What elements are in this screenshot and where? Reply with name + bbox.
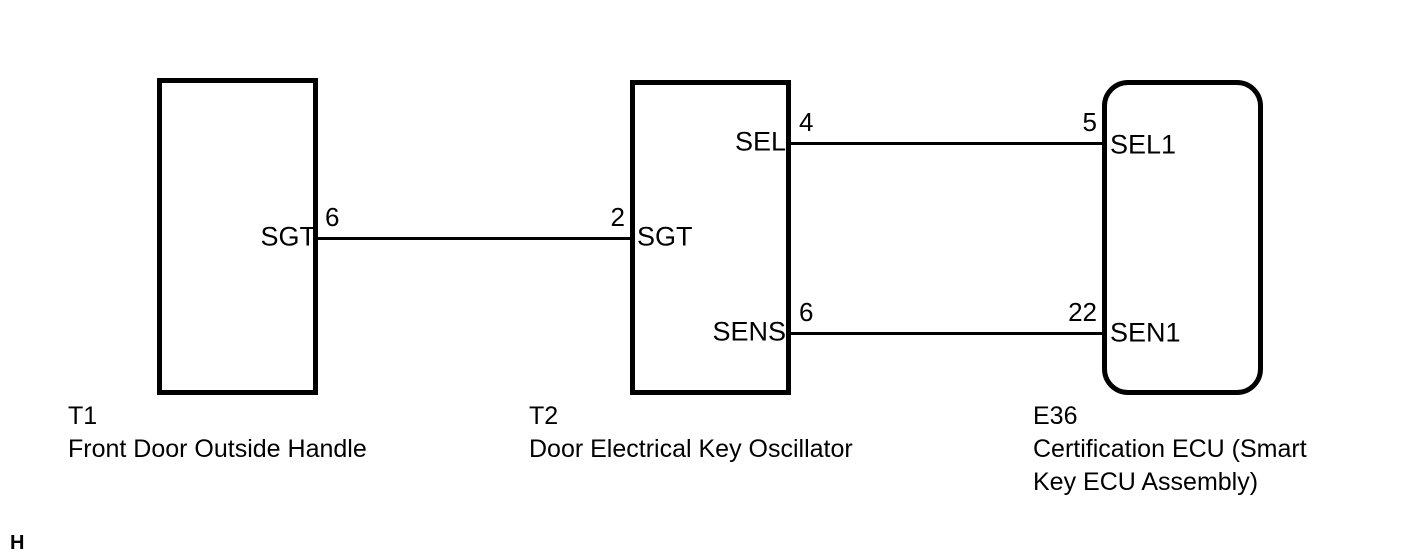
pin-number-t1-sgt: 6: [325, 202, 340, 232]
pin-terminal-label-t2-sel: SEL: [734, 126, 786, 157]
component-code-t1: T1: [68, 402, 98, 430]
pin-terminal-label-t1-sgt: SGT: [260, 221, 316, 252]
pin-number-t2-sel: 4: [799, 107, 814, 137]
component-caption-t2: T2 Door Electrical Key Oscillator: [529, 400, 853, 466]
pin-terminal-label-e36-sen1: SEN1: [1110, 317, 1181, 348]
pin-terminal-label-t2-sens: SENS: [712, 316, 786, 347]
component-code-t2: T2: [529, 402, 559, 430]
component-name-e36-line-1: Certification ECU (Smart: [1033, 435, 1307, 463]
wire-sel-t2-e36: [790, 142, 1104, 145]
pin-number-e36-sen1: 22: [1068, 297, 1097, 327]
pin-terminal-label-e36-sel1: SEL1: [1110, 129, 1177, 160]
corner-mark-letter: H: [10, 532, 25, 554]
component-name-t2-line-1: Door Electrical Key Oscillator: [529, 435, 853, 463]
component-box-t2: [630, 80, 791, 395]
component-name-t1-line-1: Front Door Outside Handle: [68, 435, 367, 463]
component-caption-t1: T1 Front Door Outside Handle: [68, 400, 367, 466]
wire-sgt-t1-t2: [318, 237, 632, 240]
pin-number-e36-sel1: 5: [1082, 107, 1097, 137]
component-box-e36: [1102, 80, 1263, 395]
component-code-e36: E36: [1033, 402, 1078, 430]
pin-number-t2-sgt: 2: [610, 202, 625, 232]
pin-number-t2-sens: 6: [799, 297, 814, 327]
wire-sens-t2-e36: [790, 332, 1104, 335]
component-box-t1: [157, 78, 318, 395]
component-caption-e36: E36 Certification ECU (Smart Key ECU Ass…: [1033, 400, 1307, 499]
pin-terminal-label-t2-sgt: SGT: [637, 221, 693, 252]
component-name-e36-line-2: Key ECU Assembly): [1033, 468, 1259, 496]
